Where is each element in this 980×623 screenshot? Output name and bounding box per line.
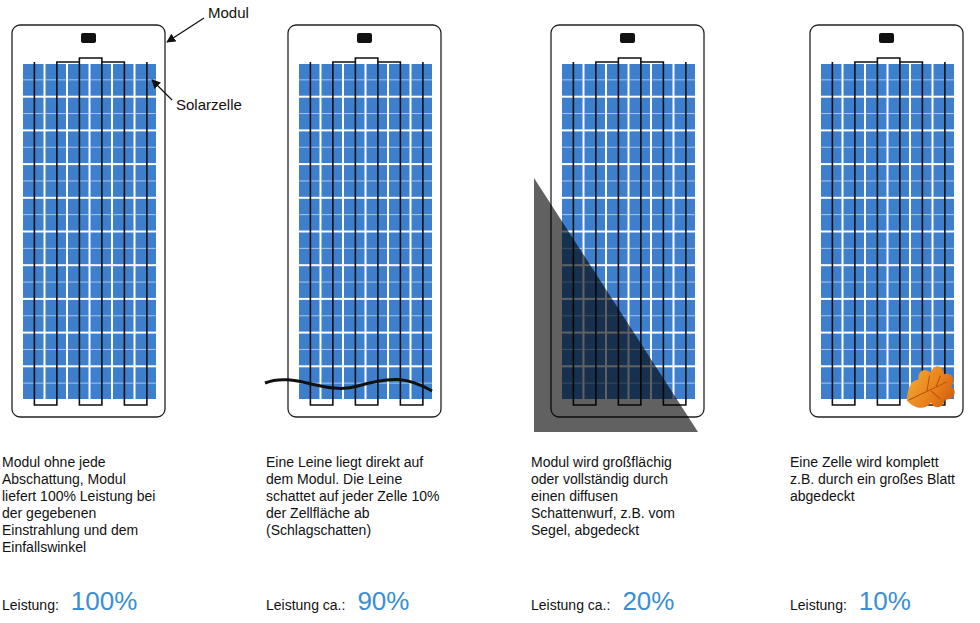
caption-text: Eine Leine liegt direkt auf dem Modul. D… [266,454,442,539]
power-label: Leistung ca.: [531,597,610,613]
power-label: Leistung: [2,597,59,613]
power-value: 100% [71,586,138,617]
leader-arrow [152,80,172,100]
part-label: Modul [208,4,249,21]
caption-text: Modul wird großflächig oder vollständig … [531,454,699,539]
power-row: Leistung ca.: 20% [531,586,674,617]
rope-line [265,379,432,391]
power-label: Leistung ca.: [266,597,345,613]
power-row: Leistung: 100% [2,586,137,617]
power-value: 10% [859,586,911,617]
solar-module [810,25,963,417]
caption-text: Modul ohne jede Abschattung, Modul liefe… [2,454,162,556]
power-row: Leistung: 10% [790,586,911,617]
power-value: 90% [357,586,409,617]
leader-arrow [167,18,204,42]
solar-module [12,25,165,417]
caption-text: Eine Zelle wird komplett z.B. durch ein … [790,454,962,505]
leaf [899,361,961,416]
part-label: Solarzelle [176,96,242,113]
power-label: Leistung: [790,597,847,613]
shadow-triangle [534,178,698,432]
power-row: Leistung ca.: 90% [266,586,409,617]
power-value: 20% [622,586,674,617]
solar-module [288,25,441,417]
